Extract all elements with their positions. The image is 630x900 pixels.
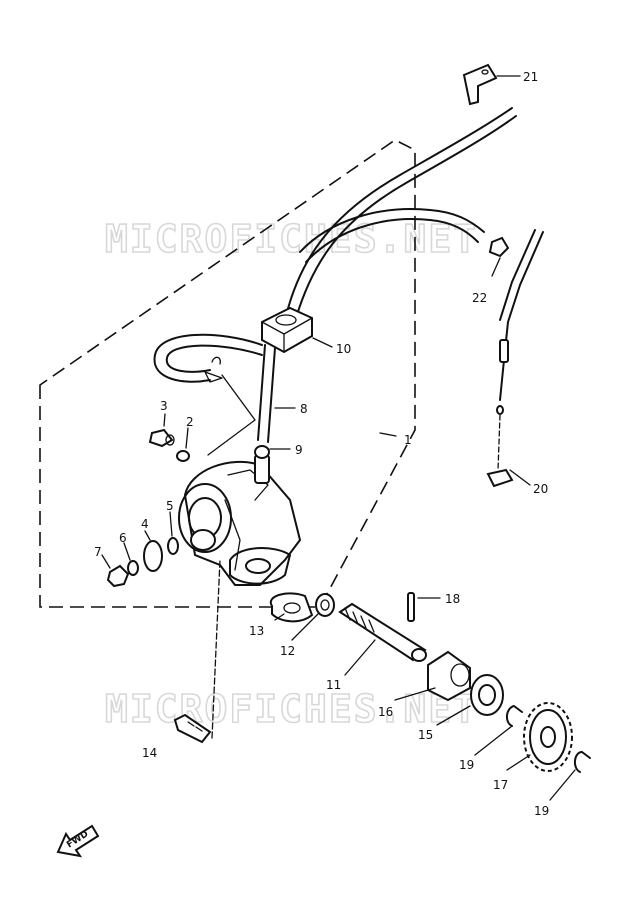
part-11-drive-shaft	[338, 602, 427, 662]
oil-tank-fitting	[261, 306, 313, 354]
part-14-bolt	[173, 713, 212, 744]
part-5-washer	[167, 537, 179, 555]
label-21: 21	[523, 70, 538, 84]
delivery-hose	[285, 107, 513, 317]
label-3: 3	[160, 399, 168, 413]
part-17-gear	[523, 702, 573, 772]
watermark-bottom: MICROFICHES.NET	[105, 687, 478, 731]
label-4: 4	[141, 517, 149, 531]
label-19-b: 19	[534, 804, 549, 818]
part-15-bearing	[470, 674, 504, 716]
label-6: 6	[119, 531, 127, 545]
assembly-boundary	[39, 139, 416, 608]
oil-pump-body	[178, 454, 302, 586]
part-22-nut	[488, 236, 510, 258]
label-8: 8	[300, 402, 308, 416]
label-11: 11	[326, 678, 341, 692]
breather-hose	[153, 333, 263, 383]
label-19: 19	[459, 758, 474, 772]
label-18: 18	[445, 592, 460, 606]
part-18-pin	[407, 592, 415, 622]
part-21-bracket	[462, 63, 498, 106]
pump-cable	[499, 231, 544, 401]
label-22: 22	[472, 291, 487, 305]
label-10: 10	[336, 342, 351, 356]
part-13-gasket	[269, 592, 314, 623]
label-12: 12	[280, 644, 295, 658]
watermark-top: MICROFICHES.NET	[105, 217, 478, 261]
part-20-cable-holder	[486, 468, 514, 488]
label-15: 15	[418, 728, 433, 742]
part-6-washer	[127, 560, 139, 576]
label-9: 9	[295, 443, 303, 457]
union-bolt-9	[254, 445, 270, 459]
leader-1	[379, 432, 397, 437]
part-4-plate	[143, 540, 163, 572]
label-20: 20	[533, 482, 548, 496]
part-19-circlip	[506, 705, 523, 727]
label-13: 13	[249, 624, 264, 638]
label-7: 7	[94, 545, 102, 559]
label-2: 2	[186, 415, 194, 429]
part-7-nut	[106, 564, 130, 588]
forward-arrow-icon: FWD	[56, 824, 100, 858]
label-14: 14	[142, 746, 157, 760]
part-labels: 1 2 3 4 5 6 7 8 9 10 11 12 13 14 15 16 1…	[94, 70, 549, 818]
leader-lines	[101, 75, 576, 801]
part-2-washer	[176, 450, 190, 462]
label-16: 16	[378, 705, 393, 719]
tank-hose	[299, 208, 485, 253]
label-1: 1	[404, 433, 412, 447]
label-17: 17	[493, 778, 508, 792]
label-5: 5	[166, 499, 174, 513]
hose-8	[257, 344, 266, 441]
part-19-circlip-2	[574, 751, 591, 773]
part-12-seal	[315, 593, 335, 617]
part-3-cap	[148, 428, 174, 448]
